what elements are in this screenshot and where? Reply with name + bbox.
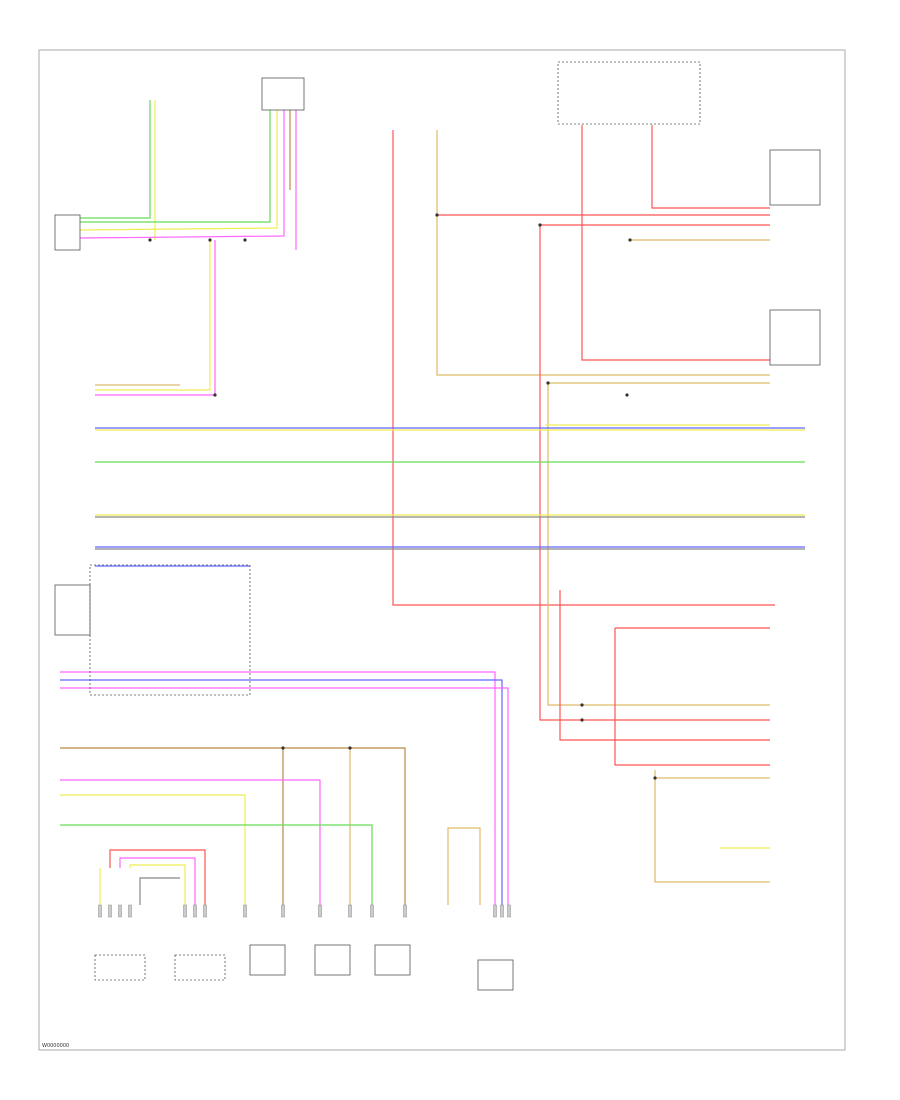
wire-brown-lower	[60, 747, 406, 905]
splice-group	[148, 213, 657, 780]
connector-pin	[493, 904, 497, 918]
pressure-sensor-box	[54, 214, 81, 251]
wire-pink-lower-b	[60, 687, 509, 905]
splice-point	[538, 223, 542, 227]
connector-pin	[507, 904, 511, 918]
pressure-sensor-low	[477, 959, 514, 991]
splice-point	[580, 718, 584, 722]
connector-pin	[183, 904, 187, 918]
wire-sensor-feed	[80, 110, 271, 223]
splice-point	[348, 746, 352, 750]
fuse-relay-box	[557, 61, 701, 125]
sensor-bottom-b	[174, 954, 226, 981]
temp-sensor-3	[374, 944, 411, 976]
wire-tan-sensor-b	[547, 383, 770, 706]
wire-red-sensor-b	[539, 225, 770, 721]
connector-pin	[370, 904, 374, 918]
wire-red-sensor-l	[109, 849, 206, 905]
connector-pin	[193, 904, 197, 918]
diagram-frame	[38, 49, 846, 1051]
footer-code: W0000000	[42, 1043, 69, 1049]
splice-point	[148, 238, 152, 242]
splice-point	[435, 213, 439, 217]
wire-tan-sensor-low	[447, 827, 481, 905]
wire-fuse-feed-a	[80, 100, 151, 219]
wire-red-fuse-a	[581, 125, 770, 361]
wire-gray-sensor-l	[139, 877, 180, 905]
wire-pink-drop	[95, 240, 216, 396]
wire-yellow-drop	[95, 240, 211, 391]
connector-pin	[108, 904, 112, 918]
sensor-connector-top	[261, 77, 305, 111]
temp-sensor-2	[314, 944, 351, 976]
connector-pin	[403, 904, 407, 918]
wire-tan-main	[436, 130, 770, 376]
splice-point	[628, 238, 632, 242]
splice-point	[243, 238, 247, 242]
heater-valve-box	[54, 584, 91, 636]
sensor-bottom-a	[94, 954, 146, 981]
splice-point	[580, 703, 584, 707]
connector-pin	[318, 904, 322, 918]
splice-point	[653, 776, 657, 780]
connector-pin	[281, 904, 285, 918]
wire-tan-loop	[654, 770, 770, 883]
wire-pink-lower-a	[60, 671, 496, 905]
wire-violet-lower	[60, 679, 503, 905]
wire-sensor-ground	[79, 110, 285, 239]
connector-pin	[243, 904, 247, 918]
component-group	[54, 61, 821, 991]
wire-red-fuse-b	[651, 125, 770, 209]
connector-pin	[203, 904, 207, 918]
wire-red-module-b	[559, 590, 770, 741]
wire-red-module-drop	[614, 628, 770, 766]
connector-pin	[118, 904, 122, 918]
coolant-fan-right-box	[769, 309, 821, 366]
wire-yellow-sensor-r	[129, 864, 186, 905]
wire-pink-sensor-l	[119, 857, 196, 905]
splice-point	[625, 393, 629, 397]
splice-point	[208, 238, 212, 242]
wire-group	[60, 100, 805, 905]
wire-red-main	[392, 130, 775, 606]
wire-sensor-signal	[79, 110, 278, 231]
wire-yellow-drop-b	[60, 794, 246, 905]
temp-sensor-1	[249, 944, 286, 976]
splice-point	[213, 393, 217, 397]
coolant-fan-left-box	[769, 149, 821, 206]
connector-pin	[128, 904, 132, 918]
connector-pin	[500, 904, 504, 918]
connector-pin	[348, 904, 352, 918]
wire-pink-drop-b	[60, 779, 321, 905]
climate-control-module-box	[89, 564, 251, 696]
wire-green-lower	[60, 824, 373, 905]
splice-point	[546, 381, 550, 385]
splice-point	[281, 746, 285, 750]
connector-pin	[98, 904, 102, 918]
